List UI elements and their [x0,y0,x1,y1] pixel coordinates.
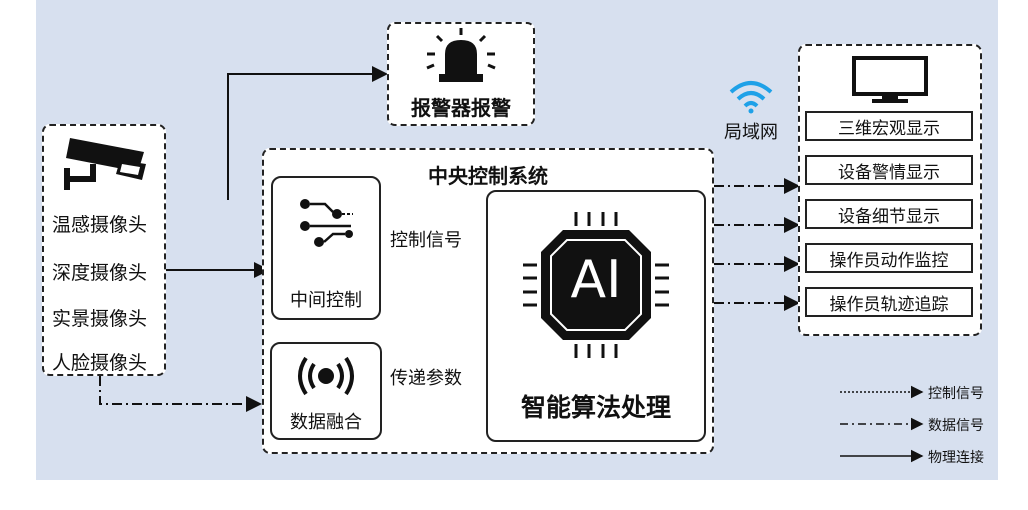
camera-label-thermal: 温感摄像头 [52,214,148,236]
data-fusion-label: 数据融合 [290,412,362,433]
display-item-detail: 设备细节显示 [805,199,973,229]
middle-control-label: 中间控制 [290,290,362,311]
line-physical-to-alarm [227,66,388,200]
display-item-operator-track: 操作员轨迹追踪 [805,287,973,317]
ai-algorithm-box: AI 智能算法处理 [486,190,706,442]
alarm-siren-icon [426,28,496,82]
camera-label-depth: 深度摄像头 [52,262,148,284]
legend-data-signal: 数据信号 [928,418,984,434]
alarm-box: 报警器报警 [387,22,535,126]
data-fusion-box: 数据融合 [270,342,382,440]
control-signal-label: 控制信号 [390,230,462,251]
monitor-icon [852,56,928,103]
security-camera-icon [64,138,146,190]
display-item-operator-action: 操作员动作监控 [805,243,973,273]
camera-label-live: 实景摄像头 [52,308,148,330]
network-label: 局域网 [724,122,778,143]
ai-chip-text: AI [570,250,622,310]
legend-control-signal: 控制信号 [928,386,984,402]
display-item-3d: 三维宏观显示 [805,111,973,141]
line-data-cameras-to-fusion [99,376,262,412]
algorithm-label: 智能算法处理 [520,393,671,422]
alarm-label: 报警器报警 [411,96,511,120]
camera-label-face: 人脸摄像头 [52,352,148,374]
display-item-alert: 设备警情显示 [805,155,973,185]
camera-box: 温感摄像头 深度摄像头 实景摄像头 人脸摄像头 [42,124,166,376]
broadcast-icon [298,356,354,396]
circuit-icon [300,199,353,247]
middle-control-box: 中间控制 [271,176,381,320]
ai-chip-icon [523,212,669,358]
transfer-params-label: 传递参数 [390,368,462,389]
central-title: 中央控制系统 [428,164,548,188]
legend-physical-connection: 物理连接 [928,450,984,466]
wifi-icon [729,81,773,114]
